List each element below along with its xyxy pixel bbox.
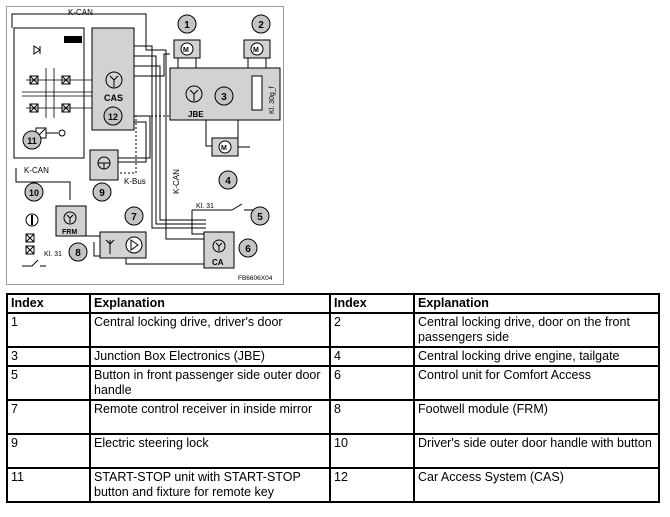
svg-text:12: 12 [108,112,118,122]
callout-8: 8 [68,242,88,262]
kcan-top-label: K-CAN [68,8,93,17]
index-cell: 3 [6,346,91,367]
kcan-bus-lines [11,13,204,240]
header-explanation-1: Explanation [89,293,331,314]
svg-text:2: 2 [258,20,264,31]
header-explanation-2: Explanation [413,293,660,314]
svg-text:9: 9 [99,188,105,199]
callout-9: 9 [92,182,112,202]
jbe-label: JBE [188,110,204,119]
steering-lock-module [89,149,119,181]
svg-text:M: M [253,47,259,54]
table-header-row: Index Explanation Index Explanation [6,293,660,314]
central-locking-drive-tailgate: M [205,120,250,157]
index-cell: 5 [6,365,91,401]
index-cell: 12 [329,467,415,503]
central-locking-drive-driver: M [173,39,201,68]
frm-module [55,205,87,237]
table-row: 3 Junction Box Electronics (JBE) 4 Centr… [6,346,660,367]
callout-7: 7 [124,206,144,226]
header-index-1: Index [6,293,91,314]
wiring-diagram: K-CAN K-CAN K-CAN K-Bus CAS [6,6,284,285]
kl30g-label: Kl. 30g_f [269,86,276,114]
explanation-cell: Control unit for Comfort Access [413,365,660,401]
callout-5: 5 [250,206,270,226]
explanation-cell: START-STOP unit with START-STOP button a… [89,467,331,503]
svg-text:M: M [183,47,189,54]
figure-code: FB6606X04 [238,275,273,282]
cas-module [91,27,135,131]
explanation-cell: Electric steering lock [89,433,331,469]
index-cell: 8 [329,399,415,435]
ca-module [203,231,235,269]
svg-text:4: 4 [225,176,231,187]
svg-text:11: 11 [27,136,37,146]
explanation-cell: Central locking drive, door on the front… [413,312,660,348]
svg-text:7: 7 [131,212,137,223]
callout-10: 10 [24,182,44,202]
svg-text:6: 6 [245,244,251,255]
callout-1: 1 [177,14,197,34]
svg-text:3: 3 [221,92,227,103]
index-cell: 1 [6,312,91,348]
index-cell: 4 [329,346,415,367]
explanation-cell: Car Access System (CAS) [413,467,660,503]
index-cell: 9 [6,433,91,469]
explanation-cell: Central locking drive engine, tailgate [413,346,660,367]
explanation-cell: Footwell module (FRM) [413,399,660,435]
table-row: 5 Button in front passenger side outer d… [6,365,660,401]
table-row: 11 START-STOP unit with START-STOP butto… [6,467,660,503]
driver-door-handle [22,213,46,267]
legend-table: Index Explanation Index Explanation 1 Ce… [6,293,660,503]
cas-label: CAS [104,93,123,103]
ca-label: CA [212,258,224,267]
callout-6: 6 [238,238,258,258]
index-cell: 7 [6,399,91,435]
kcan-left-label: K-CAN [24,166,49,175]
svg-text:M: M [221,145,227,152]
table-row: 1 Central locking drive, driver's door 2… [6,312,660,348]
kbus-line [120,115,170,174]
explanation-cell: Remote control receiver in inside mirror [89,399,331,435]
index-cell: 2 [329,312,415,348]
remote-receiver [99,231,147,259]
kl31-left-label: Kl. 31 [44,251,62,258]
svg-text:10: 10 [29,188,39,198]
table-row: 9 Electric steering lock 10 Driver's sid… [6,433,660,469]
kbus-label: K-Bus [124,177,146,186]
explanation-cell: Driver's side outer door handle with but… [413,433,660,469]
svg-text:1: 1 [184,20,190,31]
kl31-right-label: Kl. 31 [196,203,214,210]
callout-3: 3 [214,86,234,106]
index-cell: 6 [329,365,415,401]
svg-text:8: 8 [75,248,81,259]
passenger-handle-button-symbol [191,203,254,235]
central-locking-drive-passenger: M [243,39,271,68]
kcan-vertical-label: K-CAN [172,169,181,194]
index-cell: 11 [6,467,91,503]
explanation-cell: Button in front passenger side outer doo… [89,365,331,401]
table-row: 7 Remote control receiver in inside mirr… [6,399,660,435]
callout-11: 11 [22,130,42,150]
jbe-module [169,67,281,121]
header-index-2: Index [329,293,415,314]
callout-12: 12 [103,106,123,126]
svg-text:5: 5 [257,212,263,223]
callout-2: 2 [251,14,271,34]
index-cell: 10 [329,433,415,469]
explanation-cell: Junction Box Electronics (JBE) [89,346,331,367]
explanation-cell: Central locking drive, driver's door [89,312,331,348]
callout-4: 4 [218,170,238,190]
frm-label: FRM [62,229,77,236]
